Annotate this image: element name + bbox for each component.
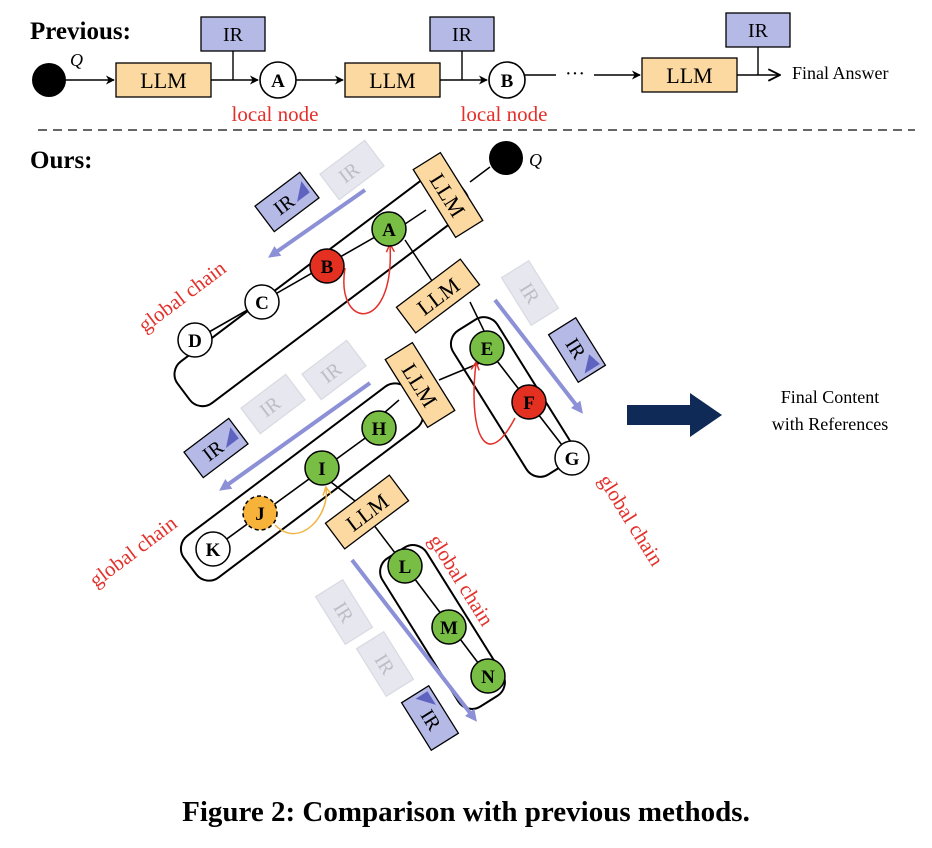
llm-box <box>344 62 441 98</box>
llm-label: LLM <box>369 68 415 93</box>
ir-box: IR <box>183 417 249 479</box>
node-label: H <box>372 419 387 440</box>
node-c <box>244 284 280 320</box>
node-label: G <box>565 449 580 470</box>
ir-box-faded: IR <box>500 259 560 327</box>
llm-box: LLM <box>395 258 481 334</box>
node-k <box>195 531 231 567</box>
query-label: Q <box>70 50 83 70</box>
llm-box: LLM <box>324 474 410 550</box>
local-node-label: local node <box>461 102 548 126</box>
local-node-label: local node <box>232 102 319 126</box>
node-label: D <box>188 331 202 352</box>
final-answer-label: Final Answer <box>792 63 889 83</box>
node-b-previous <box>488 61 526 99</box>
global-chain-2: E F G <box>449 316 590 478</box>
global-chain-1: A B C D <box>173 168 470 408</box>
figure-caption: Figure 2: Comparison with previous metho… <box>182 796 750 828</box>
node-label: C <box>255 293 269 314</box>
ir-box-faded: IR <box>355 630 415 698</box>
node-label: B <box>321 257 334 278</box>
node-f <box>511 384 547 420</box>
ir-box: IR <box>547 316 607 384</box>
ir-box <box>200 16 266 52</box>
ir-box-faded: IR <box>319 139 385 201</box>
ir-label: IR <box>223 24 244 46</box>
final-content-label: with References <box>772 414 888 434</box>
node-n <box>470 658 506 694</box>
node-b <box>309 248 345 284</box>
global-chain-label: global chain <box>134 255 231 337</box>
node-label: K <box>206 540 221 561</box>
llm-label: LLM <box>666 63 712 88</box>
previous-pipeline: Q LLM IR A LLM IR B ··· LLM IR Final Ans… <box>32 12 889 126</box>
ir-box <box>725 12 791 48</box>
node-a <box>371 211 407 247</box>
global-chain-4: L M N <box>379 544 506 710</box>
node-label: A <box>382 220 396 241</box>
ir-box <box>429 16 495 52</box>
ir-box-faded: IR <box>314 578 374 646</box>
global-chain-label: global chain <box>85 510 182 592</box>
llm-label: LLM <box>140 68 186 93</box>
ours-diagram: Q A B C D E F <box>85 139 888 752</box>
ir-box-faded: IR <box>301 339 367 401</box>
previous-heading: Previous: <box>30 18 131 45</box>
query-dot <box>32 63 66 97</box>
node-m <box>431 609 467 645</box>
node-label: L <box>399 557 412 578</box>
node-d <box>177 322 213 358</box>
output-arrow <box>627 393 722 437</box>
llm-box <box>115 62 212 98</box>
node-g <box>554 440 590 476</box>
node-j <box>242 495 278 531</box>
ir-box: IR <box>400 684 460 752</box>
llm-box: LLM <box>384 341 456 429</box>
ir-label: IR <box>452 24 473 46</box>
query-label: Q <box>529 150 542 170</box>
node-label: J <box>255 504 265 525</box>
node-label: A <box>271 71 285 92</box>
final-content-label: Final Content <box>781 387 880 407</box>
ours-heading: Ours: <box>30 147 93 174</box>
llm-box: LLM <box>412 151 484 239</box>
node-label: F <box>523 393 535 414</box>
global-chain-label: global chain <box>594 470 669 571</box>
node-i <box>304 450 340 486</box>
node-label: E <box>481 339 494 360</box>
node-l <box>387 548 423 584</box>
query-dot <box>489 141 523 175</box>
node-label: M <box>440 618 458 639</box>
ir-box: IR <box>254 171 320 233</box>
node-label: B <box>501 71 514 92</box>
ir-label: IR <box>748 20 769 42</box>
node-e <box>469 330 505 366</box>
ir-box-faded: IR <box>240 373 306 435</box>
node-label: I <box>318 459 325 480</box>
ellipsis: ··· <box>565 63 585 85</box>
node-label: N <box>481 667 495 688</box>
node-h <box>361 410 397 446</box>
